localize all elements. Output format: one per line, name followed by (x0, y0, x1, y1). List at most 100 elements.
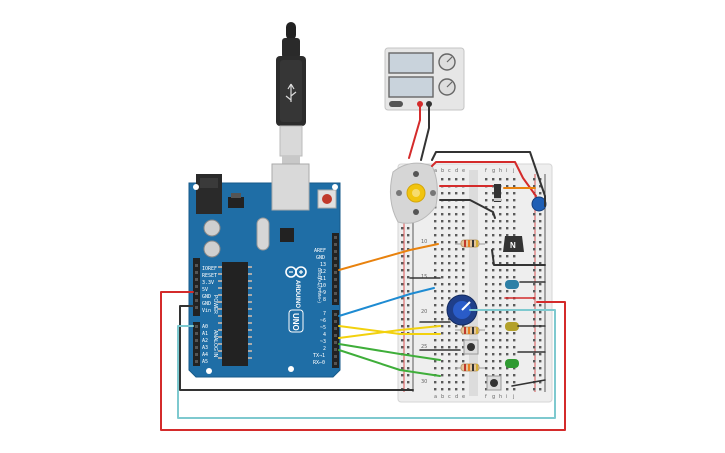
digital-header-high[interactable] (332, 233, 339, 305)
col-j: j (512, 394, 514, 400)
pin-gnd-2: GND (202, 301, 211, 307)
voltage-display (388, 52, 434, 74)
usb-cable[interactable] (276, 22, 306, 166)
col-i: i (506, 394, 507, 400)
col-b: b (441, 168, 444, 174)
wire-top-red[interactable] (431, 161, 537, 197)
pin-12: 12 (320, 269, 326, 275)
capacitor-1 (203, 219, 221, 237)
power-supply[interactable] (384, 47, 465, 111)
atmega-chip (222, 262, 248, 366)
wire-arduino-5v[interactable] (160, 291, 566, 431)
pin-3v3: 3.3V (202, 280, 214, 286)
row-30: 30 (421, 379, 427, 385)
row-20: 20 (421, 309, 427, 315)
pin-4: 4 (323, 332, 326, 338)
arduino-brand-label: ARDUINO (294, 280, 300, 308)
analog-pin-labels: A0 A1 A2 A3 A4 A5 (202, 324, 208, 365)
col-d: d (455, 394, 458, 400)
wires[interactable] (160, 103, 566, 431)
pin-5: ~5 (320, 325, 326, 331)
col-i: i (506, 168, 507, 174)
col-a: a (434, 394, 437, 400)
resistor-3[interactable] (455, 363, 485, 372)
col-e: e (462, 394, 465, 400)
wire-arduino-ground[interactable] (179, 305, 414, 391)
pin-a5: A5 (202, 359, 208, 365)
row-15: 15 (421, 274, 427, 280)
mount-hole (288, 366, 294, 372)
potentiometer[interactable] (446, 294, 478, 326)
pin-gnd-1: GND (202, 294, 211, 300)
pin-11: ~11 (317, 276, 326, 282)
col-c: c (448, 168, 451, 174)
wire-supply-negative[interactable] (420, 103, 430, 161)
resistor-1[interactable] (455, 239, 485, 248)
wire-pin12-orange[interactable] (338, 243, 439, 271)
col-b: b (441, 394, 444, 400)
pin-3: ~3 (320, 339, 326, 345)
led-green[interactable] (505, 359, 519, 368)
pin-a1: A1 (202, 331, 208, 337)
wire-pin2-green[interactable] (338, 349, 441, 377)
pin-gnd-3: GND (316, 255, 325, 261)
row-25: 25 (421, 344, 427, 350)
analog-header[interactable] (193, 322, 200, 366)
wire-pin7-blue[interactable] (338, 287, 435, 317)
pushbutton-2[interactable] (486, 375, 502, 391)
pin-ioref: IOREF (202, 266, 217, 272)
resistor-2[interactable] (455, 326, 485, 335)
pin-7: 7 (323, 311, 326, 317)
wire-pin3-green[interactable] (338, 343, 441, 361)
wire-transistor-ground[interactable] (491, 249, 546, 266)
col-a: a (434, 168, 437, 174)
col-g: g (492, 394, 495, 400)
arduino-uno[interactable]: ARDUINO UNO POWER ANALOG IN DIGITAL (PWM… (188, 163, 341, 378)
col-f: f (485, 394, 487, 400)
pin-9: ~9 (320, 290, 326, 296)
dc-motor[interactable] (389, 162, 438, 224)
power-switch[interactable] (389, 101, 403, 107)
column-labels-bottom: a b c d e f g h i j (434, 394, 514, 400)
wire-pin6-yellow[interactable] (338, 325, 441, 335)
usb-port[interactable] (271, 163, 310, 211)
digital-header-low[interactable] (332, 310, 339, 368)
digital-section-label: DIGITAL (PWM~) (317, 268, 322, 303)
mount-hole (193, 184, 199, 190)
wire-a0-teal[interactable] (177, 309, 556, 419)
col-h: h (499, 394, 502, 400)
diode[interactable] (494, 184, 501, 202)
power-section-label: POWER (212, 295, 218, 314)
transistor[interactable]: N (503, 236, 524, 252)
mount-hole (332, 184, 338, 190)
pin-a3: A3 (202, 345, 208, 351)
pin-rx: RX←0 (313, 360, 325, 366)
capacitor-2 (203, 240, 221, 258)
crystal (256, 217, 270, 251)
arduino-model-label: UNO (291, 313, 300, 331)
mount-hole (206, 368, 212, 374)
pin-8: 8 (323, 297, 326, 303)
col-g: g (492, 168, 495, 174)
power-pin-labels: IOREF RESET 3.3V 5V GND GND Vin (202, 266, 217, 314)
led-yellow[interactable] (505, 322, 519, 331)
led-blue[interactable] (505, 280, 519, 289)
arduino-logo-icon (285, 266, 307, 278)
col-c: c (448, 394, 451, 400)
current-display (388, 76, 434, 98)
col-e: e (462, 168, 465, 174)
pin-10: ~10 (317, 283, 326, 289)
pin-13: 13 (320, 262, 326, 268)
svg-text:N: N (510, 241, 516, 250)
pin-reset: RESET (202, 273, 217, 279)
pushbutton-1[interactable] (463, 339, 479, 355)
wire-pin5-yellow[interactable] (338, 325, 441, 339)
usb-symbol-icon (285, 83, 297, 102)
wire-motor-transistor[interactable] (439, 199, 496, 219)
wire-supply-positive[interactable] (408, 103, 421, 159)
wire-jumper-7[interactable] (511, 379, 546, 387)
col-d: d (455, 168, 458, 174)
wire-top-black[interactable] (431, 151, 546, 207)
